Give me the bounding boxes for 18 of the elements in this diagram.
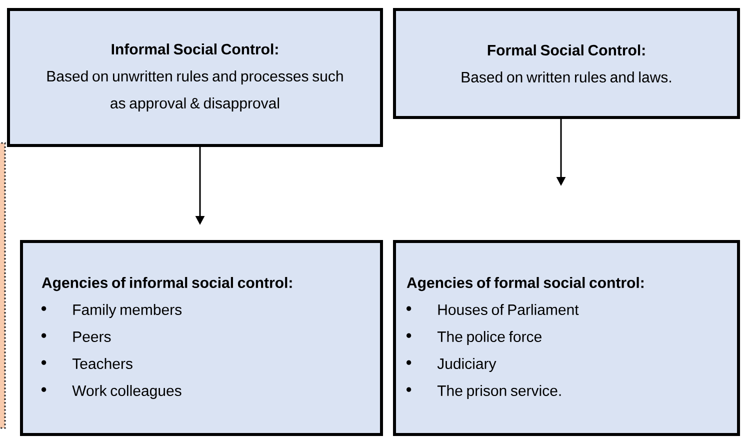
text-box	[393, 240, 740, 436]
list-item: The police force	[437, 331, 542, 345]
list-item: Judiciary	[437, 358, 496, 372]
list-item: Family members	[73, 304, 182, 318]
text-box	[20, 240, 383, 436]
box-heading: Informal Social Control:	[112, 44, 278, 55]
list-item: The prison service.	[437, 385, 561, 399]
text-box	[7, 8, 383, 147]
box-heading: Agencies of formal social control:	[406, 277, 644, 292]
list-item: Peers	[73, 332, 111, 342]
box-text: Based on written rules and laws.	[462, 72, 671, 82]
box-heading: Agencies of informal social control:	[42, 277, 292, 292]
list-item: Houses of Parliament	[438, 304, 579, 316]
box-heading: Formal Social Control:	[488, 44, 645, 56]
list-item: Work colleagues	[72, 385, 182, 399]
text-box	[393, 8, 740, 119]
box-text: Based on unwritten rules and processes such as approval & disapproval	[47, 70, 343, 112]
list-item: Teachers	[72, 358, 132, 370]
